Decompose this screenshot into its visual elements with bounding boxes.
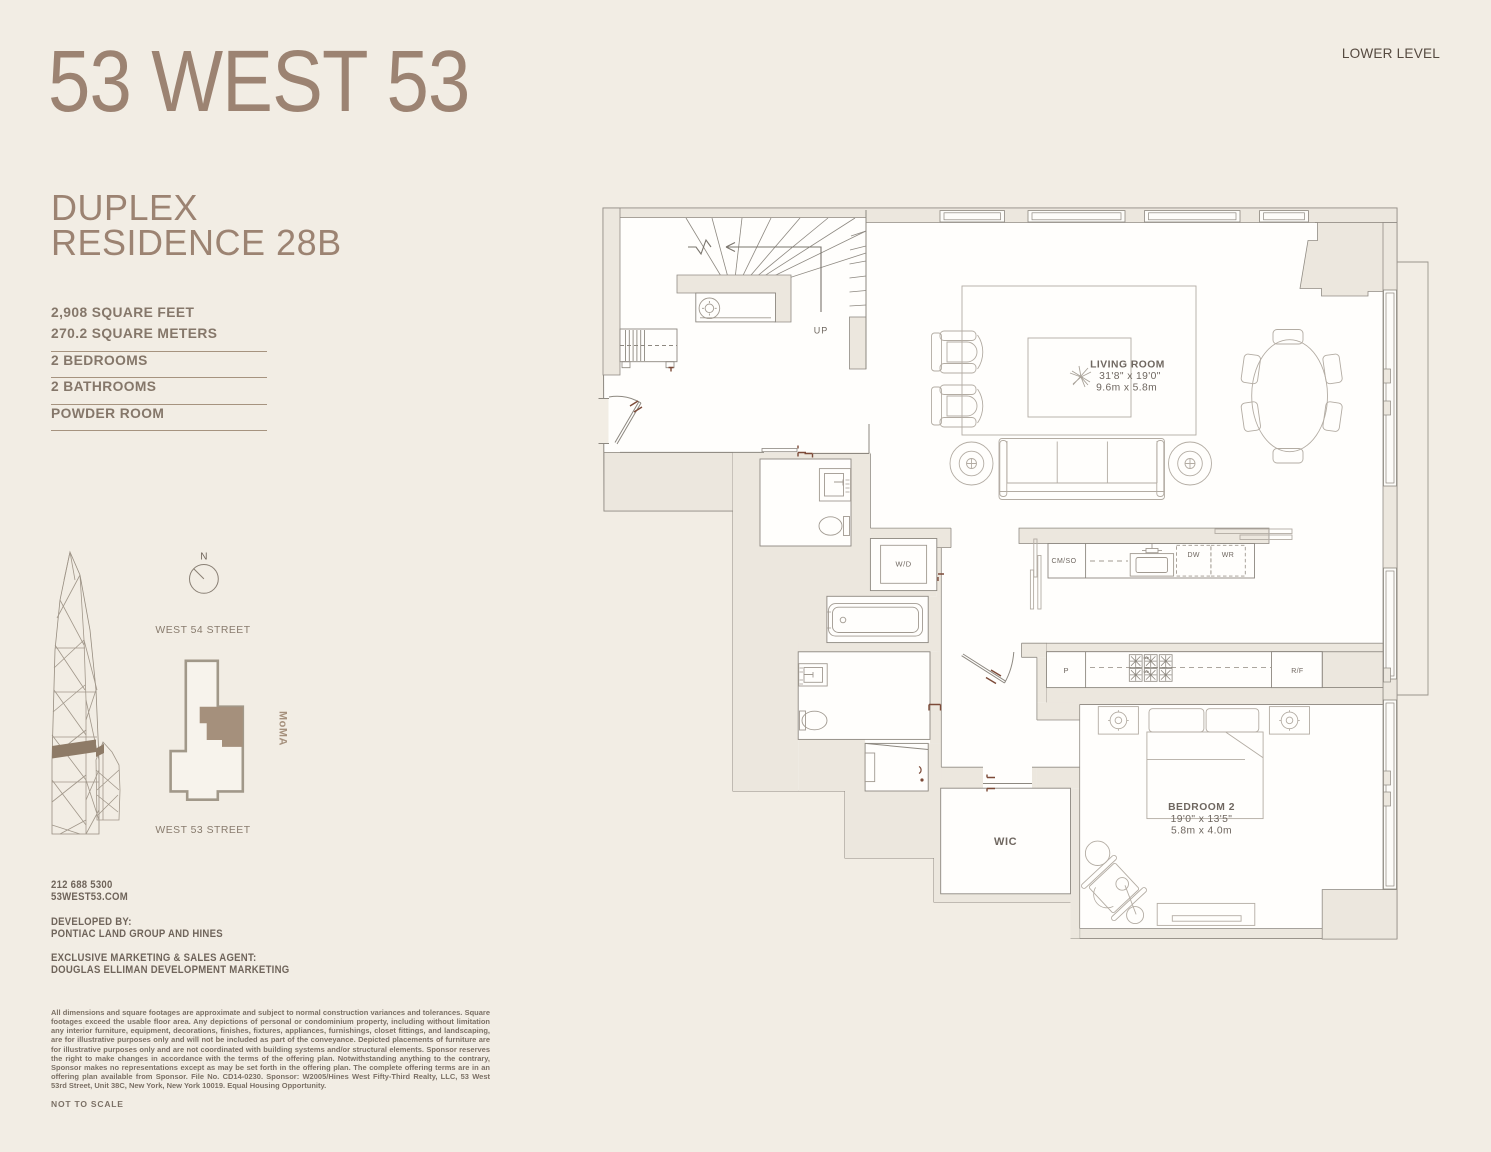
svg-text:5.8m x 4.0m: 5.8m x 4.0m bbox=[1171, 825, 1232, 836]
svg-text:WIC: WIC bbox=[994, 836, 1017, 848]
svg-text:LIVING ROOM: LIVING ROOM bbox=[1090, 360, 1165, 371]
svg-text:WR: WR bbox=[1222, 552, 1234, 559]
svg-text:UP: UP bbox=[814, 326, 829, 336]
svg-text:W/D: W/D bbox=[896, 560, 912, 569]
svg-text:WEST 54 STREET: WEST 54 STREET bbox=[155, 625, 250, 636]
svg-text:MoMA: MoMA bbox=[277, 711, 289, 746]
svg-text:9.6m x 5.8m: 9.6m x 5.8m bbox=[1096, 382, 1157, 393]
svg-text:P: P bbox=[1063, 666, 1068, 675]
svg-text:WEST 53 STREET: WEST 53 STREET bbox=[155, 825, 250, 836]
svg-text:19'0" x 13'5": 19'0" x 13'5" bbox=[1171, 814, 1233, 825]
svg-text:BEDROOM 2: BEDROOM 2 bbox=[1168, 802, 1235, 813]
svg-text:N: N bbox=[200, 552, 207, 563]
svg-text:31'8" x 19'0": 31'8" x 19'0" bbox=[1099, 371, 1161, 382]
svg-text:DW: DW bbox=[1187, 552, 1199, 559]
svg-text:CM/SO: CM/SO bbox=[1052, 558, 1077, 565]
svg-text:R/F: R/F bbox=[1291, 668, 1303, 675]
